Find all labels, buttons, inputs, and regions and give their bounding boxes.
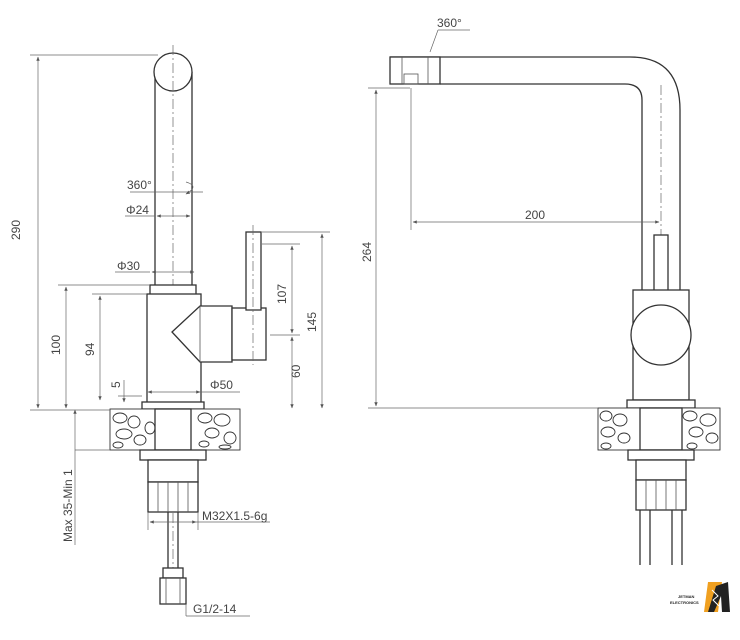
spout-head xyxy=(389,56,441,85)
label-rot-left: 360° xyxy=(127,178,152,192)
label-145: 145 xyxy=(305,312,319,332)
label-d50: Φ50 xyxy=(210,378,233,392)
side-handle xyxy=(653,234,669,296)
brand-logo: JETMAN ELECTRONICS xyxy=(670,582,730,612)
mounting-nut xyxy=(147,481,199,513)
label-264: 264 xyxy=(360,242,374,262)
hose-nut xyxy=(159,577,187,605)
label-5: 5 xyxy=(109,381,123,388)
label-107: 107 xyxy=(275,284,289,304)
label-d24: Φ24 xyxy=(126,203,149,217)
label-94: 94 xyxy=(83,342,97,356)
label-60: 60 xyxy=(289,364,303,378)
side-view xyxy=(368,29,721,565)
label-200: 200 xyxy=(525,208,545,222)
dimension-labels: 360° Φ24 Φ30 Φ50 290 100 94 5 107 145 60… xyxy=(9,16,545,616)
logo-line2: ELECTRONICS xyxy=(670,600,699,605)
front-view xyxy=(30,45,330,617)
label-290: 290 xyxy=(9,220,23,240)
logo-line1: JETMAN xyxy=(678,594,695,599)
label-rot-right: 360° xyxy=(437,16,462,30)
label-hose: G1/2-14 xyxy=(193,602,237,616)
handle xyxy=(245,231,262,311)
label-d30: Φ30 xyxy=(117,259,140,273)
label-max-min: Max 35-Min 1 xyxy=(61,469,75,542)
label-100: 100 xyxy=(49,335,63,355)
label-thread: M32X1.5-6g xyxy=(202,509,267,523)
